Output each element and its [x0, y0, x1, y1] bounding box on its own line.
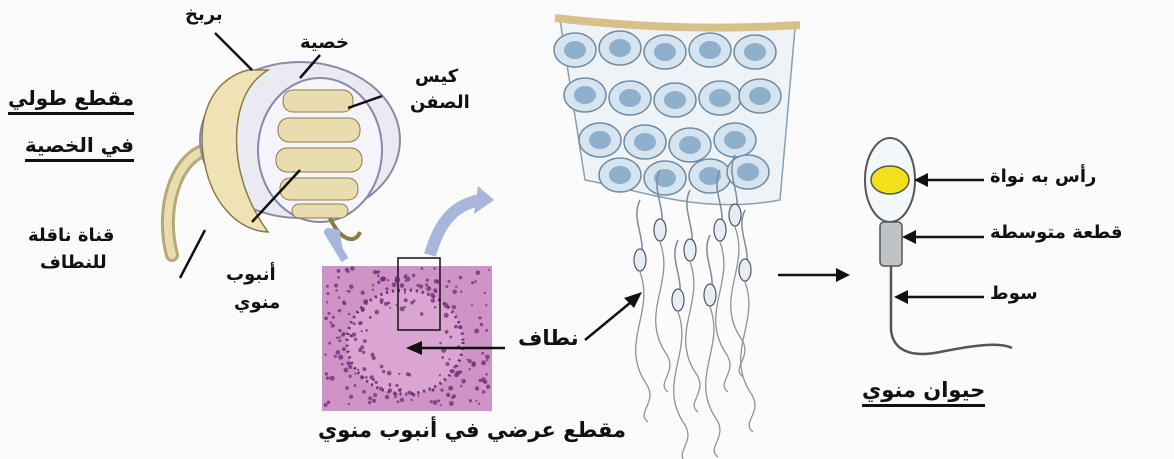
tail-arrowhead [894, 290, 908, 304]
label-section-title-1: مقطع طولي [8, 86, 134, 115]
label-sperm-title: حيوان منوي [862, 378, 985, 407]
label-epididymis: بربخ [185, 4, 223, 25]
label-scrotum-1: كيس [415, 66, 458, 87]
label-section-title-2: في الخصية [25, 133, 134, 162]
label-vas-deferens-1: قناة ناقلة [28, 225, 114, 246]
zoom-arrow-right [430, 200, 480, 255]
label-vas-deferens-2: للنطاف [40, 252, 107, 273]
sperm-midpiece [880, 222, 902, 266]
label-tail: سوط [990, 283, 1038, 304]
label-midpiece: قطعة متوسطة [990, 222, 1123, 243]
sperm-nucleus [871, 166, 909, 194]
label-scrotum-2: الصفن [410, 92, 470, 113]
sperm-tail [891, 266, 1012, 354]
midpiece-arrowhead [902, 230, 916, 244]
testis-illustration [168, 62, 400, 255]
label-cross-section: مقطع عرضي في أنبوب منوي [318, 418, 626, 442]
detail-arrowhead [836, 268, 850, 282]
label-head: رأس به نواة [990, 166, 1096, 187]
head-arrowhead [914, 173, 928, 187]
label-sperm-cells: نطاف [518, 326, 579, 350]
label-testis: خصية [300, 32, 349, 53]
tubule-lobules [276, 90, 362, 218]
label-tubule-2: منوي [234, 292, 280, 313]
label-tubule-1: أنبوب [226, 264, 276, 285]
